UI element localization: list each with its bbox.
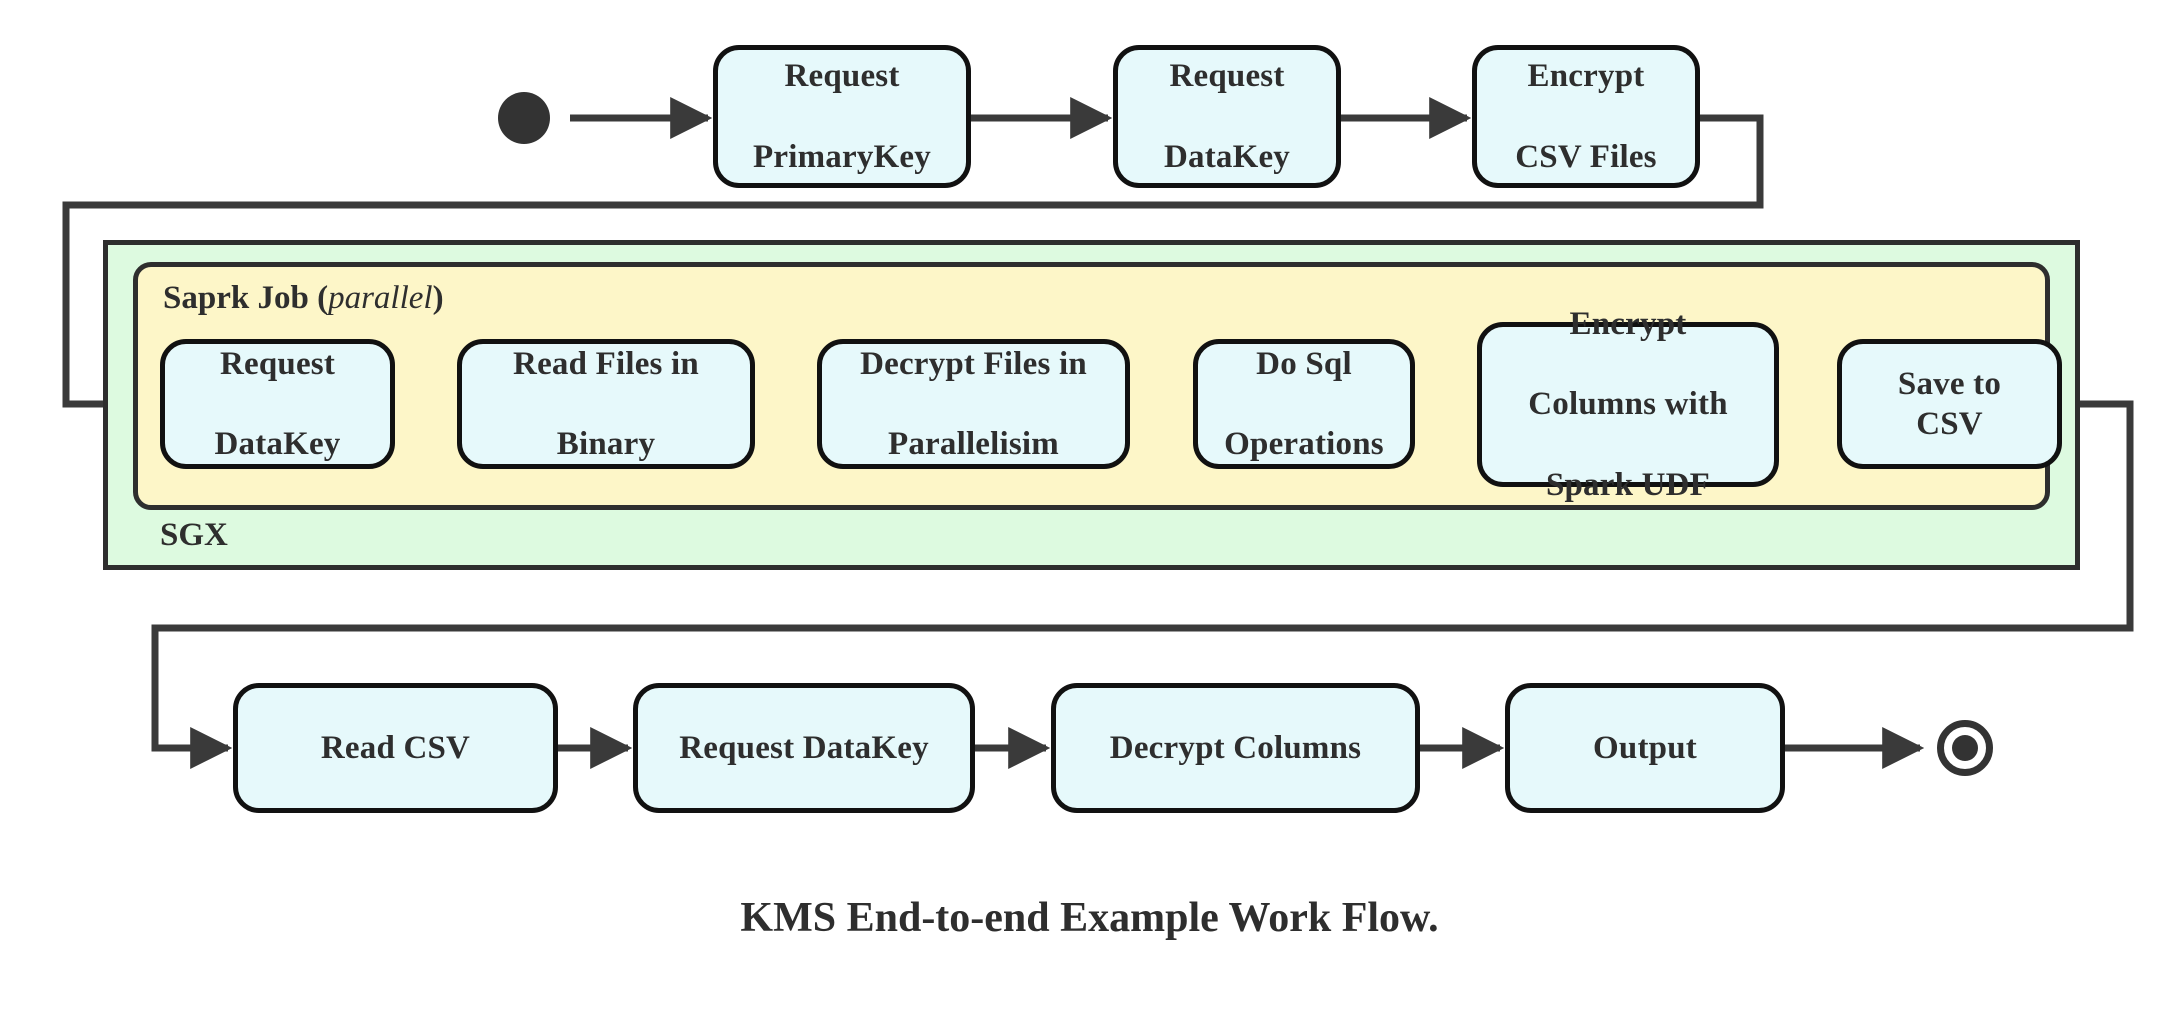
node-label: Encrypt Columns with Spark UDF [1528,305,1728,503]
node-save-to-csv[interactable]: Save to CSV [1837,339,2062,469]
node-label: Request DataKey [679,729,929,766]
node-label: Decrypt Columns [1109,729,1362,766]
container-spark-job-label: Saprk Job (parallel) [163,280,444,316]
start-node-icon [498,92,550,144]
node-label: Save to CSV [1897,365,2002,442]
node-label: Do Sql Operations [1224,345,1384,463]
node-encrypt-csv-files[interactable]: Encrypt CSV Files [1472,45,1700,188]
node-label: Output [1593,729,1697,766]
container-sgx-label: SGX [160,517,228,553]
node-label: Request DataKey [214,345,341,463]
node-label: Decrypt Files in Parallelisim [860,345,1087,463]
figure-caption: KMS End-to-end Example Work Flow. [740,895,1439,941]
node-read-csv[interactable]: Read CSV [233,683,558,813]
parallel-modifier: parallel [328,280,433,316]
node-label: Read CSV [320,729,471,766]
node-label: Encrypt CSV Files [1515,58,1657,175]
node-request-primarykey[interactable]: Request PrimaryKey [713,45,971,188]
node-label: Request PrimaryKey [753,58,931,175]
paren-close: ) [432,280,444,316]
node-encrypt-columns-with-spark-udf[interactable]: Encrypt Columns with Spark UDF [1477,306,1779,503]
node-label: Read Files in Binary [513,345,699,463]
paren-open: ( [317,280,329,316]
node-do-sql-operations[interactable]: Do Sql Operations [1193,339,1415,469]
node-decrypt-columns[interactable]: Decrypt Columns [1051,683,1420,813]
end-node-icon [1937,720,1993,776]
node-request-datakey-top[interactable]: Request DataKey [1113,45,1341,188]
node-output[interactable]: Output [1505,683,1785,813]
node-label: Request DataKey [1163,58,1291,175]
node-request-datakey-spark[interactable]: Request DataKey [160,339,395,469]
node-read-files-in-binary[interactable]: Read Files in Binary [457,339,755,469]
node-decrypt-files-in-parallelisim[interactable]: Decrypt Files in Parallelisim [817,339,1130,469]
node-request-datakey-bottom[interactable]: Request DataKey [633,683,975,813]
